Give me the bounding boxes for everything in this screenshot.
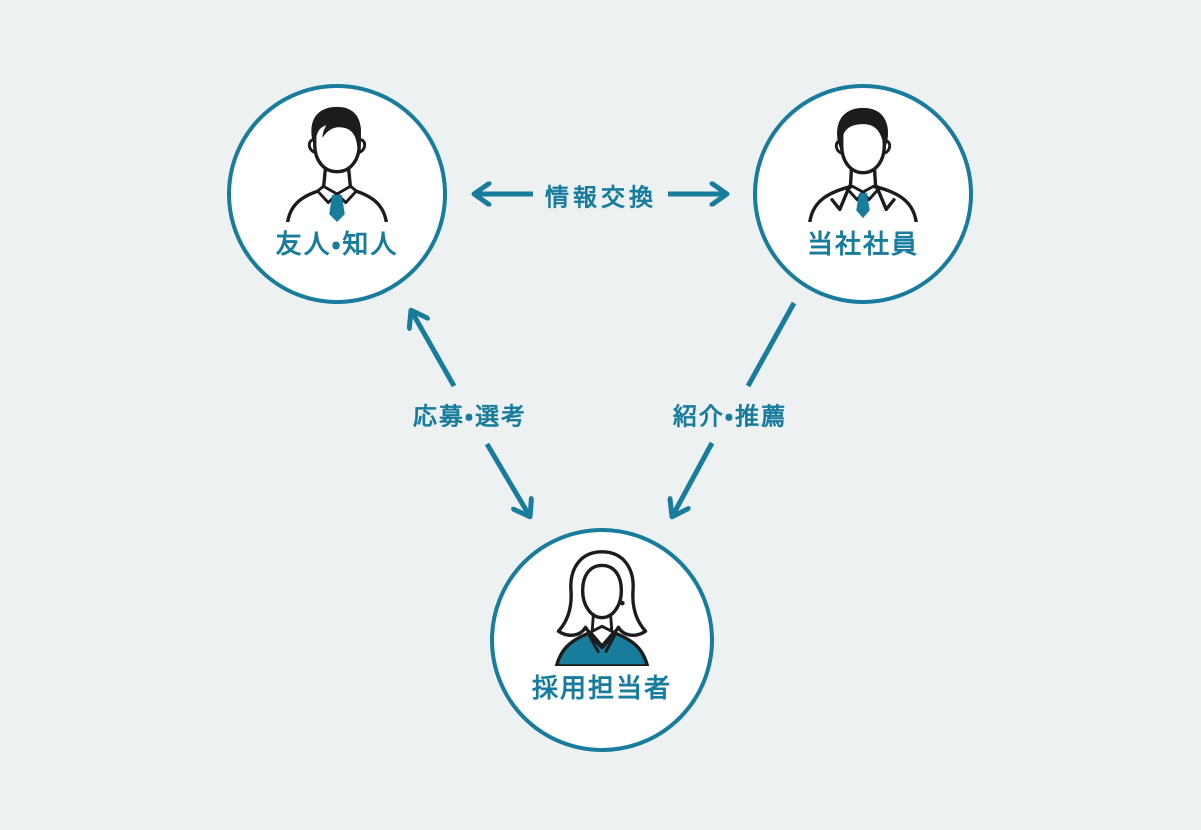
apply-arrow-down [484, 442, 529, 515]
woman-jacket-icon [554, 550, 650, 666]
node-recruiter: 採用担当者 [490, 528, 714, 752]
apply-arrow-up [412, 312, 457, 388]
edge-label-apply-screening: 応募・選考 [412, 403, 528, 431]
edge-label-info-exchange: 情報交換 [545, 184, 657, 212]
man-suit-tie-icon [808, 107, 918, 222]
node-employee: 当社社員 [753, 84, 973, 304]
node-employee-label: 当社社員 [806, 229, 919, 259]
edge-label-refer-recommend: 紹介・推薦 [672, 403, 788, 431]
refer-line [745, 301, 797, 388]
refer-arrow-down [673, 441, 715, 515]
node-recruiter-label: 採用担当者 [531, 673, 672, 703]
node-friend: 友人・知人 [227, 84, 447, 304]
node-friend-label: 友人・知人 [275, 229, 399, 259]
man-shirt-tie-icon [285, 106, 389, 222]
